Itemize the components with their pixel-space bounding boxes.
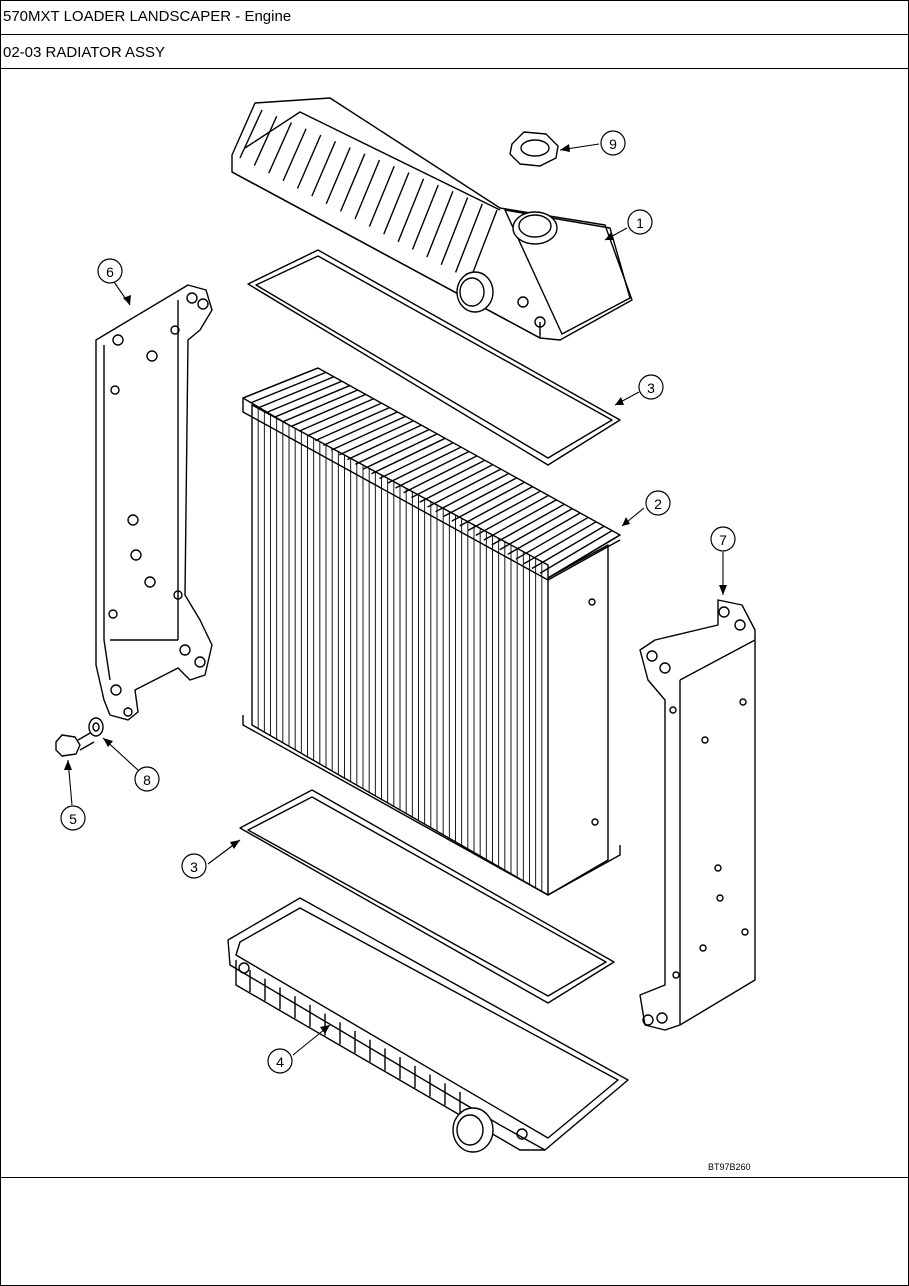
callout-4-circle — [267, 1048, 293, 1074]
callout-6: 7 — [719, 532, 727, 548]
diagram-bottom-border — [0, 1177, 909, 1178]
leader-arrowheads — [64, 144, 727, 1034]
callout-6-circle — [710, 526, 736, 552]
callout-1: 1 — [636, 215, 644, 231]
callout-5: 6 — [106, 264, 114, 280]
upper-gasket — [247, 249, 621, 466]
bolt — [55, 731, 95, 757]
radiator-core — [242, 367, 621, 896]
left-side-bracket — [95, 284, 213, 721]
header-divider — [0, 34, 909, 35]
callout-7-circle — [60, 805, 86, 831]
figure-code: BT97B260 — [708, 1162, 751, 1172]
callout-2: 2 — [654, 496, 662, 512]
callout-8-circle — [134, 766, 160, 792]
callout-3-upper: 3 — [647, 380, 655, 396]
upper-tank — [231, 97, 633, 341]
lower-gasket — [239, 789, 615, 1004]
callout-2-circle — [645, 490, 671, 516]
right-side-bracket — [639, 599, 756, 1031]
callout-3-lower: 3 — [190, 859, 198, 875]
section-title: 02-03 RADIATOR ASSY — [3, 44, 166, 61]
callout-3-upper-circle — [638, 374, 664, 400]
diagram-top-border — [0, 68, 909, 69]
callout-7: 5 — [69, 811, 77, 827]
lower-tank — [227, 897, 629, 1153]
washer — [88, 717, 104, 737]
callout-5-circle — [97, 258, 123, 284]
callout-3-lower-circle — [181, 853, 207, 879]
callout-9-circle — [600, 130, 626, 156]
page-title: 570MXT LOADER LANDSCAPER - Engine — [3, 8, 292, 25]
radiator-cap — [509, 131, 559, 167]
callout-1-circle — [627, 209, 653, 235]
callout-4: 4 — [276, 1054, 284, 1070]
callout-9: 9 — [609, 136, 617, 152]
callout-8: 8 — [143, 772, 151, 788]
